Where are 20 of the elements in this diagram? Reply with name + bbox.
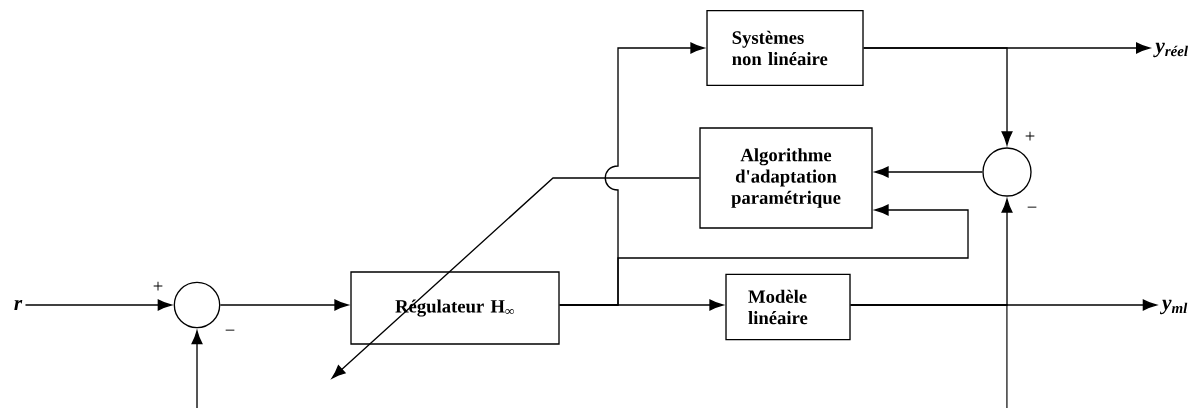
arrow [874,166,983,178]
signal-label: y$_{réel}$ [1153,42,1188,58]
signal-label: r [14,299,23,311]
summing-junction [173,281,221,329]
arrow [331,177,700,379]
connector-line [850,304,1008,408]
arrow [863,47,1013,146]
sign-label: − [225,329,235,331]
arrow [24,299,172,311]
summing-junction [982,147,1032,197]
sign-label: − [1027,206,1037,208]
signal-label: y$_{ml}$ [1159,299,1188,315]
block-box: Algorithme d'adaptation paramétrique [699,127,873,229]
sign-label: + [153,281,163,291]
block-box: Modèle linéaire [725,273,851,341]
arrow [219,299,349,311]
arrow [559,204,969,306]
arrow [191,330,203,408]
sign-label: + [1025,131,1035,141]
block-box: Systèmes non linéaire [706,10,864,86]
